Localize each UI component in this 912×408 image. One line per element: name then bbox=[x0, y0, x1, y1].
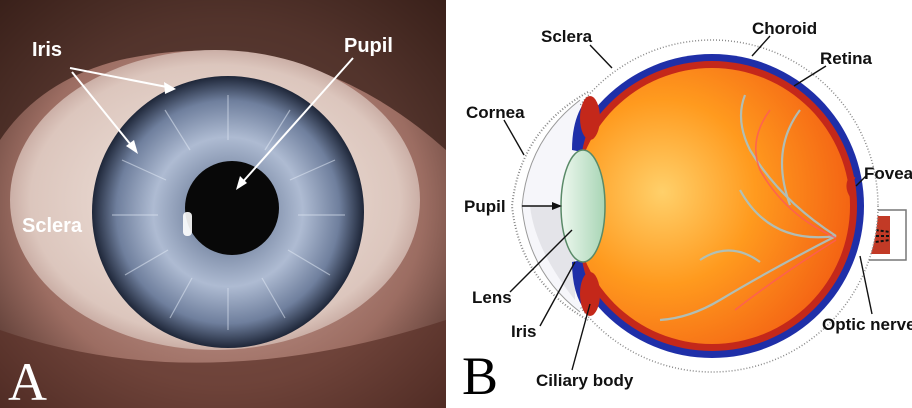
label-ciliary-body-b: Ciliary body bbox=[536, 371, 634, 390]
pupil-photo bbox=[185, 161, 279, 255]
label-iris-b: Iris bbox=[511, 322, 537, 341]
label-sclera-b: Sclera bbox=[541, 27, 593, 46]
fovea-shape bbox=[850, 176, 854, 196]
label-optic-nerve-b: Optic nerve bbox=[822, 315, 912, 334]
label-choroid-b: Choroid bbox=[752, 19, 817, 38]
panel-letter-b: B bbox=[462, 346, 498, 406]
label-iris-a: Iris bbox=[32, 39, 62, 61]
label-fovea-b: Fovea bbox=[864, 164, 912, 183]
label-cornea-b: Cornea bbox=[466, 103, 525, 122]
vitreous-body bbox=[574, 68, 850, 344]
label-retina-b: Retina bbox=[820, 49, 873, 68]
label-lens-b: Lens bbox=[472, 288, 512, 307]
ciliary-body-lower bbox=[580, 272, 600, 316]
panel-a: Iris Pupil Sclera A bbox=[0, 0, 446, 408]
pupil-highlight bbox=[183, 212, 192, 236]
label-pupil-a: Pupil bbox=[344, 35, 393, 57]
panel-letter-a: A bbox=[8, 352, 47, 408]
label-sclera-a: Sclera bbox=[22, 215, 83, 237]
lens-shape bbox=[561, 150, 605, 262]
panel-b: Sclera Choroid Retina Cornea Fovea Pupil… bbox=[462, 19, 912, 406]
ciliary-body-upper bbox=[580, 96, 600, 140]
label-pupil-b: Pupil bbox=[464, 197, 506, 216]
